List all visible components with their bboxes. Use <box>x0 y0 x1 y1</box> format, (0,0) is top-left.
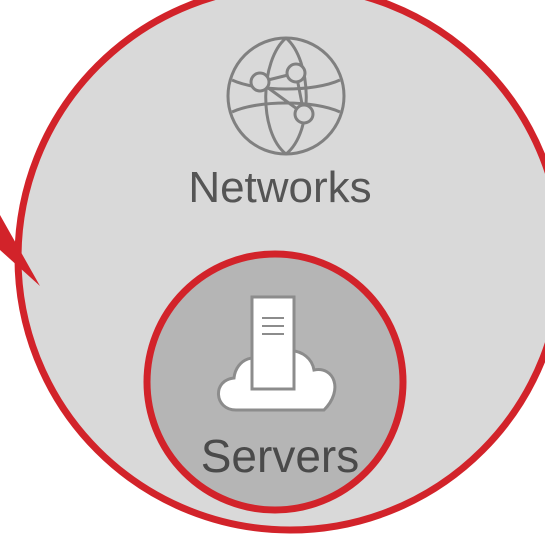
network-nodes-icon <box>226 36 346 156</box>
servers-label: Servers <box>200 430 360 482</box>
networks-label: Networks <box>188 163 372 212</box>
cloud-server-icon <box>217 295 337 412</box>
arrow-head-icon <box>0 215 40 286</box>
